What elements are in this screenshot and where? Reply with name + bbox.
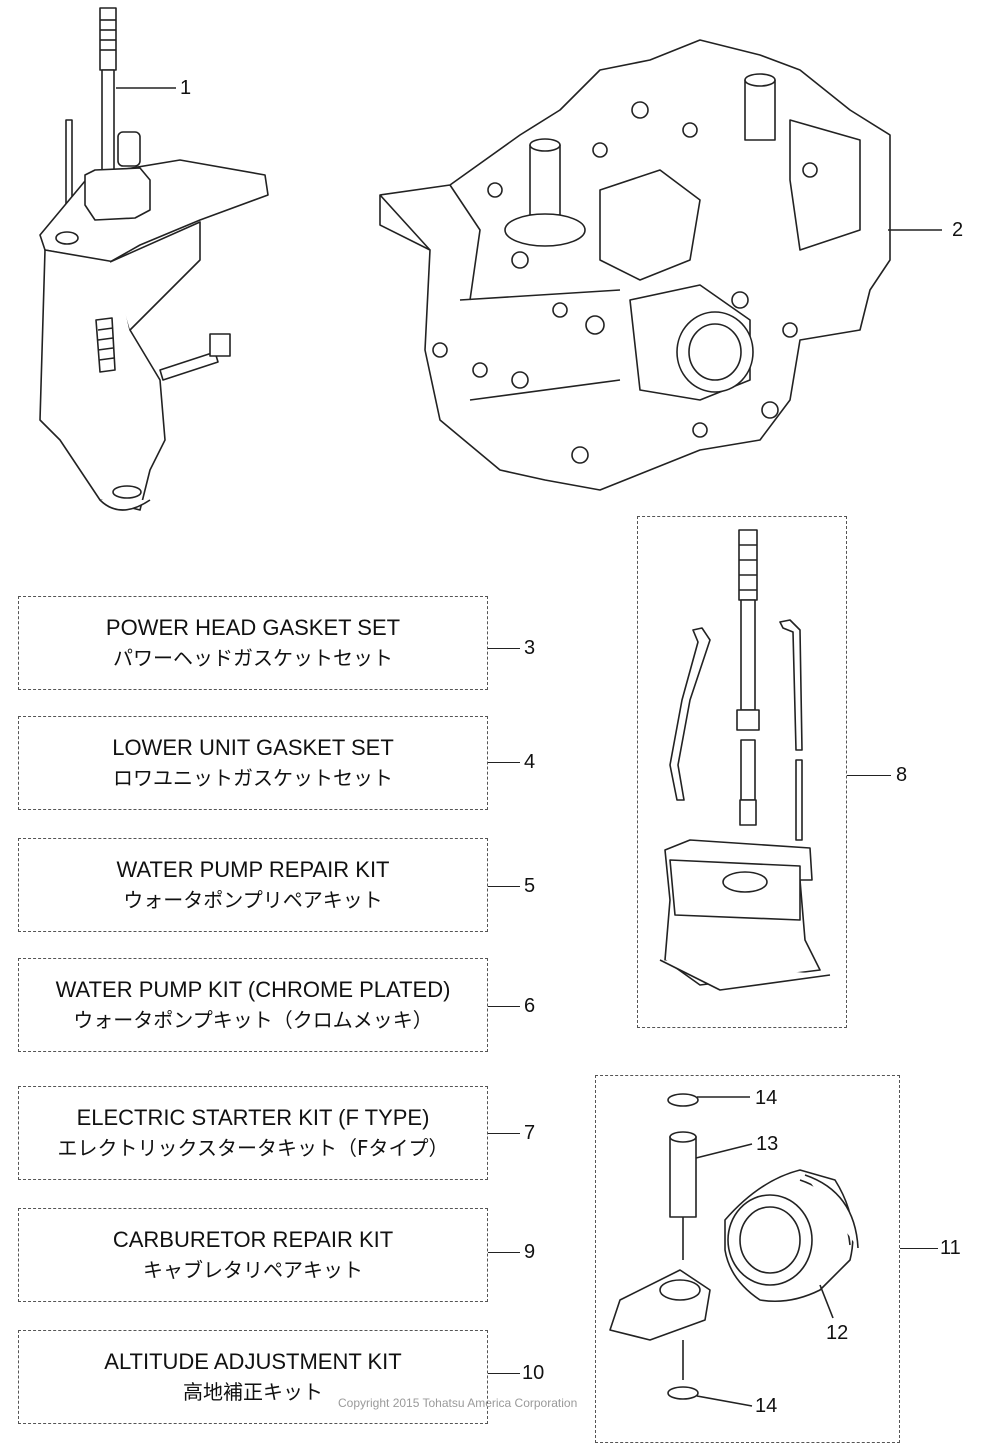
callout-2: 2 xyxy=(952,219,964,241)
callout-3: 3 xyxy=(524,637,536,659)
kit-name-jp: ロワユニットガスケットセット xyxy=(113,766,393,790)
callout-6: 6 xyxy=(524,995,536,1017)
power-head-drawing xyxy=(379,39,891,491)
callout-5: 5 xyxy=(524,875,536,897)
callout-7: 7 xyxy=(524,1122,536,1144)
callout-13: 13 xyxy=(756,1133,779,1155)
piston-group-box xyxy=(595,1075,900,1443)
water-pump-kit-drawing xyxy=(659,529,831,991)
kit-name-en: WATER PUMP KIT (CHROME PLATED) xyxy=(55,977,451,1002)
kit-name-jp: 高地補正キット xyxy=(183,1380,323,1404)
leader-5 xyxy=(488,886,520,887)
callout-11: 11 xyxy=(940,1237,961,1259)
callout-8: 8 xyxy=(896,764,908,786)
callout-14-bottom: 14 xyxy=(755,1395,778,1417)
kit-name-jp: キャブレタリペアキット xyxy=(143,1258,363,1282)
kit-name-en: CARBURETOR REPAIR KIT xyxy=(112,1227,394,1252)
lower-unit-drawing xyxy=(39,7,269,511)
callout-9: 9 xyxy=(524,1241,536,1263)
water-pump-group-box xyxy=(637,516,847,1028)
kit-name-jp: ウォータポンプリペアキット xyxy=(123,888,383,912)
kit-name-jp: パワーヘッドガスケットセット xyxy=(113,646,393,670)
leader-9 xyxy=(488,1252,520,1253)
callout-14-top: 14 xyxy=(755,1087,778,1109)
leader-7 xyxy=(488,1133,520,1134)
kit-name-en: ELECTRIC STARTER KIT (F TYPE) xyxy=(76,1105,430,1130)
kit-box-altitude-adjustment: ALTITUDE ADJUSTMENT KIT 高地補正キット xyxy=(18,1330,488,1424)
kit-name-en: ALTITUDE ADJUSTMENT KIT xyxy=(104,1349,402,1374)
callout-12: 12 xyxy=(826,1322,849,1344)
kit-box-electric-starter: ELECTRIC STARTER KIT (F TYPE) エレクトリックスター… xyxy=(18,1086,488,1180)
leader-10 xyxy=(488,1373,520,1374)
kit-name-jp: エレクトリックスタータキット（Fタイプ） xyxy=(57,1136,449,1160)
piston-kit-drawing xyxy=(609,1093,859,1400)
leader-8 xyxy=(847,775,891,776)
callout-4: 4 xyxy=(524,751,536,773)
leader-6 xyxy=(488,1006,520,1007)
kit-box-carburetor-repair: CARBURETOR REPAIR KIT キャブレタリペアキット xyxy=(18,1208,488,1302)
kit-box-water-pump-chrome: WATER PUMP KIT (CHROME PLATED) ウォータポンプキッ… xyxy=(18,958,488,1052)
kit-box-water-pump-repair: WATER PUMP REPAIR KIT ウォータポンプリペアキット xyxy=(18,838,488,932)
kit-name-en: POWER HEAD GASKET SET xyxy=(105,615,401,640)
leader-11 xyxy=(900,1248,938,1249)
kit-box-power-head-gasket: POWER HEAD GASKET SET パワーヘッドガスケットセット xyxy=(18,596,488,690)
callout-1: 1 xyxy=(180,77,192,99)
kit-name-en: LOWER UNIT GASKET SET xyxy=(112,735,394,760)
leader-4 xyxy=(488,762,520,763)
kit-name-jp: ウォータポンプキット（クロムメッキ） xyxy=(73,1008,433,1032)
kit-name-en: WATER PUMP REPAIR KIT xyxy=(116,857,390,882)
callout-10: 10 xyxy=(522,1362,545,1384)
leader-3 xyxy=(488,648,520,649)
copyright-notice: Copyright 2015 Tohatsu America Corporati… xyxy=(338,1396,578,1410)
kit-box-lower-unit-gasket: LOWER UNIT GASKET SET ロワユニットガスケットセット xyxy=(18,716,488,810)
